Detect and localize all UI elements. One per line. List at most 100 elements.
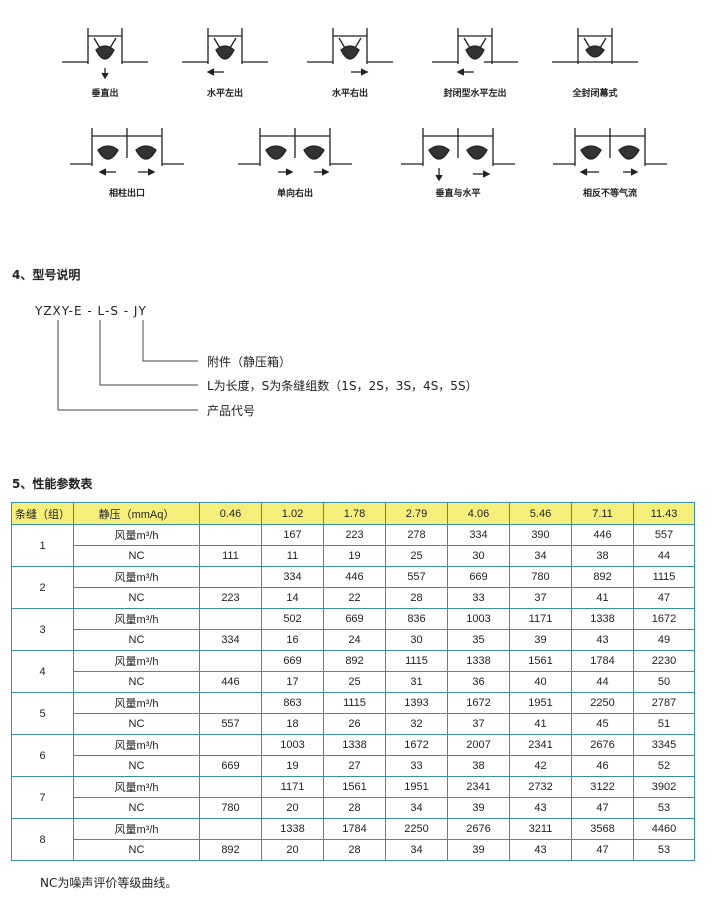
airflow-label: 风量m³/h bbox=[73, 650, 200, 672]
nc-cell: 44 bbox=[571, 671, 634, 693]
group-cell: 6 bbox=[11, 734, 74, 777]
nc-cell: 47 bbox=[633, 587, 695, 609]
airflow-label: 风量m³/h bbox=[73, 692, 200, 714]
nc-cell: 28 bbox=[323, 797, 386, 819]
airflow-cell: 1338 bbox=[447, 650, 510, 672]
header-cell: 条缝（组） bbox=[11, 502, 74, 525]
diffuser-diagram-icon bbox=[62, 28, 148, 80]
nc-cell: 111 bbox=[199, 545, 262, 567]
nc-cell: 53 bbox=[633, 797, 695, 819]
diagram-vertical-and-horizontal: 垂直与水平 bbox=[393, 128, 523, 208]
nc-cell: 17 bbox=[261, 671, 324, 693]
airflow-cell: 557 bbox=[633, 524, 695, 546]
airflow-cell: 1338 bbox=[571, 608, 634, 630]
airflow-cell: 3122 bbox=[571, 776, 634, 798]
header-cell: 7.11 bbox=[571, 502, 634, 525]
nc-cell: 19 bbox=[323, 545, 386, 567]
airflow-cell: 3902 bbox=[633, 776, 695, 798]
airflow-cell: 2787 bbox=[633, 692, 695, 714]
diagram-caption: 相柱出口 bbox=[108, 189, 145, 199]
nc-cell: 37 bbox=[447, 713, 510, 735]
group-cell: 5 bbox=[11, 692, 74, 735]
airflow-cell: 278 bbox=[385, 524, 448, 546]
nc-label: NC bbox=[73, 671, 200, 693]
group-cell: 4 bbox=[11, 650, 74, 693]
airflow-cell: 2341 bbox=[509, 734, 572, 756]
nc-cell: 20 bbox=[261, 839, 324, 861]
airflow-cell: 1672 bbox=[633, 608, 695, 630]
airflow-label: 风量m³/h bbox=[73, 608, 200, 630]
airflow-cell: 836 bbox=[385, 608, 448, 630]
nc-cell: 28 bbox=[385, 587, 448, 609]
airflow-cell bbox=[199, 650, 262, 672]
nc-cell: 25 bbox=[385, 545, 448, 567]
airflow-cell: 863 bbox=[261, 692, 324, 714]
airflow-cell: 2676 bbox=[571, 734, 634, 756]
nc-cell: 28 bbox=[323, 839, 386, 861]
nc-label: NC bbox=[73, 755, 200, 777]
diagram-vertical-out: 垂直出 bbox=[50, 28, 160, 108]
group-cell: 3 bbox=[11, 608, 74, 651]
group-cell: 8 bbox=[11, 818, 74, 861]
header-cell: 4.06 bbox=[447, 502, 510, 525]
diffuser-diagram-icon bbox=[70, 128, 184, 176]
nc-cell: 14 bbox=[261, 587, 324, 609]
airflow-cell: 4460 bbox=[633, 818, 695, 840]
airflow-cell: 2007 bbox=[447, 734, 510, 756]
nc-cell: 446 bbox=[199, 671, 262, 693]
diagram-caption: 垂直与水平 bbox=[435, 189, 481, 199]
nc-cell: 38 bbox=[447, 755, 510, 777]
nc-cell: 41 bbox=[509, 713, 572, 735]
nc-cell: 47 bbox=[571, 797, 634, 819]
airflow-cell: 1338 bbox=[323, 734, 386, 756]
airflow-label: 风量m³/h bbox=[73, 566, 200, 588]
airflow-cell: 1672 bbox=[385, 734, 448, 756]
nc-cell: 30 bbox=[447, 545, 510, 567]
diffuser-diagram-icon bbox=[307, 28, 393, 76]
airflow-cell: 1672 bbox=[447, 692, 510, 714]
nc-cell: 669 bbox=[199, 755, 262, 777]
airflow-cell: 1115 bbox=[323, 692, 386, 714]
nc-cell: 39 bbox=[447, 797, 510, 819]
header-cell: 1.78 bbox=[323, 502, 386, 525]
nc-cell: 22 bbox=[323, 587, 386, 609]
nc-cell: 43 bbox=[571, 629, 634, 651]
airflow-cell bbox=[199, 524, 262, 546]
airflow-label: 风量m³/h bbox=[73, 818, 200, 840]
diffuser-diagram-icon bbox=[553, 128, 667, 176]
diffuser-diagram-icon bbox=[182, 28, 268, 76]
group-cell: 7 bbox=[11, 776, 74, 819]
nc-cell: 36 bbox=[447, 671, 510, 693]
header-cell: 2.79 bbox=[385, 502, 448, 525]
nc-cell: 334 bbox=[199, 629, 262, 651]
airflow-cell: 892 bbox=[571, 566, 634, 588]
diffuser-diagram-icon bbox=[552, 28, 638, 64]
airflow-label: 风量m³/h bbox=[73, 776, 200, 798]
nc-footnote: NC为噪声评价等级曲线。 bbox=[40, 876, 178, 890]
nc-cell: 32 bbox=[385, 713, 448, 735]
diagram-column-outlet: 相柱出口 bbox=[62, 128, 192, 208]
airflow-cell: 669 bbox=[323, 608, 386, 630]
nc-cell: 31 bbox=[385, 671, 448, 693]
airflow-cell: 1951 bbox=[509, 692, 572, 714]
airflow-cell: 3568 bbox=[571, 818, 634, 840]
nc-cell: 49 bbox=[633, 629, 695, 651]
diagram-caption: 垂直出 bbox=[91, 89, 119, 99]
airflow-cell: 2676 bbox=[447, 818, 510, 840]
airflow-cell: 2230 bbox=[633, 650, 695, 672]
nc-cell: 43 bbox=[509, 797, 572, 819]
section-title-performance: 5、性能参数表 bbox=[12, 477, 93, 491]
nc-cell: 16 bbox=[261, 629, 324, 651]
diagram-caption: 水平左出 bbox=[206, 89, 243, 99]
